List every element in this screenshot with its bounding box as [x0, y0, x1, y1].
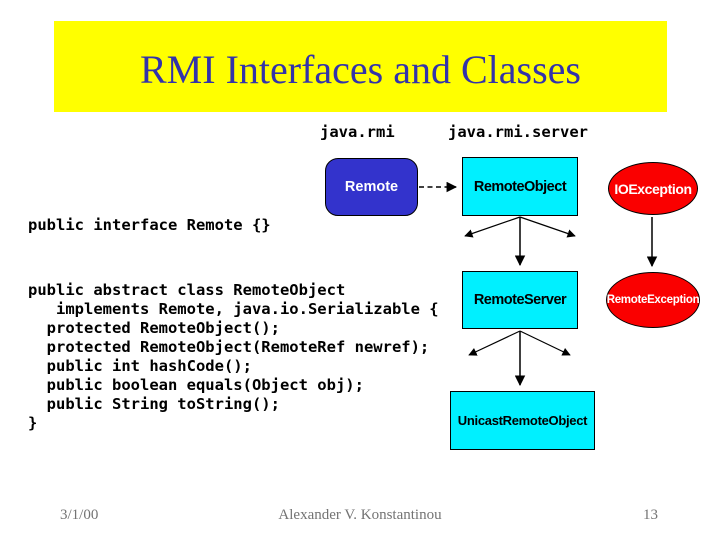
package-label-java-rmi-server: java.rmi.server: [448, 123, 588, 141]
arrow-remoteobject-subclass-left: [464, 216, 521, 238]
node-io-exception-label: IOException: [614, 180, 692, 197]
node-remote-exception-label: RemoteException: [606, 294, 700, 306]
code-class-remote-object: public abstract class RemoteObject imple…: [28, 281, 439, 432]
node-remote-interface: Remote: [325, 158, 418, 216]
footer-author: Alexander V. Konstantinou: [278, 507, 442, 523]
node-unicast-remote-object: UnicastRemoteObject: [450, 391, 595, 450]
slide-title: RMI Interfaces and Classes: [140, 47, 581, 92]
node-remote-object: RemoteObject: [462, 157, 578, 216]
footer-page-number: 13: [643, 507, 658, 523]
arrow-remoteobject-subclass-right: [519, 216, 576, 238]
node-remote-exception: RemoteException: [606, 272, 700, 328]
node-remote-label: Remote: [344, 179, 399, 195]
node-unicast-remote-object-label: UnicastRemoteObject: [457, 413, 588, 428]
title-banner: RMI Interfaces and Classes: [54, 21, 667, 112]
code-interface-remote: public interface Remote {}: [28, 216, 271, 234]
node-remote-object-label: RemoteObject: [473, 178, 567, 195]
arrow-remoteserver-subclass-right: [519, 330, 571, 356]
slide-footer: 3/1/00 Alexander V. Konstantinou 13: [0, 505, 720, 529]
arrow-remoteserver-subclass-left: [468, 330, 521, 356]
node-remote-server: RemoteServer: [462, 271, 578, 329]
package-label-java-rmi: java.rmi: [320, 123, 395, 141]
node-io-exception: IOException: [608, 162, 698, 215]
node-remote-server-label: RemoteServer: [473, 292, 567, 308]
footer-date: 3/1/00: [60, 507, 99, 523]
